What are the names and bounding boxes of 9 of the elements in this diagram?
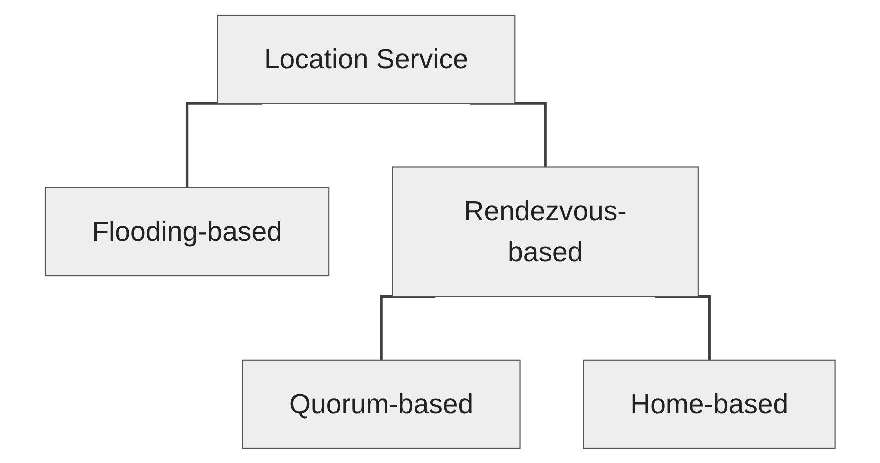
node-box: Flooding-based: [44, 186, 330, 276]
connector: [655, 294, 711, 360]
node-box: Rendezvous-based: [392, 166, 699, 297]
node-box: Home-based: [583, 359, 836, 449]
node-box: Location Service: [216, 14, 516, 104]
node-box: Quorum-based: [242, 359, 520, 449]
connector: [186, 102, 262, 188]
connector: [470, 102, 547, 167]
connector: [380, 294, 436, 360]
